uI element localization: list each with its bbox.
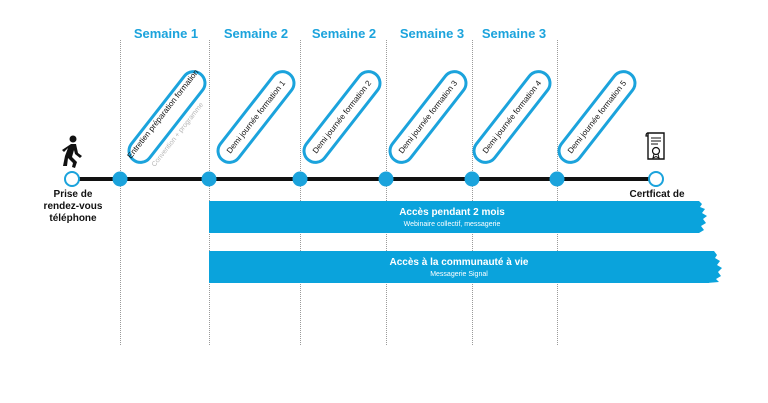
step-label-2: Demi journée formation 1 (224, 78, 288, 156)
access-bar-2-months: Accès pendant 2 mois Webinaire collectif… (209, 201, 695, 233)
week-divider (300, 40, 301, 345)
access-bar-lifetime: Accès à la communauté à vie Messagerie S… (209, 251, 709, 283)
week-header-4: Semaine 3 (399, 26, 465, 41)
week-header-2: Semaine 2 (223, 26, 289, 41)
access-bar-subtitle: Messagerie Signal (430, 271, 488, 278)
timeline-node (112, 171, 128, 187)
person-walking-icon (62, 135, 82, 168)
timeline-node (378, 171, 394, 187)
step-label-5: Demi journée formation 4 (480, 78, 544, 156)
timeline-start-node (64, 171, 80, 187)
start-label: Prise de rendez-vous téléphone (43, 189, 103, 224)
week-divider (209, 40, 210, 345)
week-divider (557, 40, 558, 345)
brush-edge (693, 201, 707, 233)
step-label-4: Demi journée formation 3 (396, 78, 460, 156)
access-bar-title: Accès pendant 2 mois (399, 207, 505, 218)
week-divider (386, 40, 387, 345)
certificate-icon (645, 132, 665, 160)
timeline-node (549, 171, 565, 187)
timeline-node (292, 171, 308, 187)
timeline-node (464, 171, 480, 187)
week-header-5: Semaine 3 (481, 26, 547, 41)
week-header-1: Semaine 1 (133, 26, 199, 41)
timeline-end-node (648, 171, 664, 187)
step-label-3: Demi journée formation 2 (310, 78, 374, 156)
week-header-3: Semaine 2 (311, 26, 377, 41)
access-bar-title: Accès à la communauté à vie (389, 257, 529, 268)
timeline-node (201, 171, 217, 187)
timeline-line (72, 177, 656, 181)
brush-edge (707, 251, 722, 283)
step-label-6: Demi journée formation 5 (565, 78, 629, 156)
week-divider (120, 40, 121, 345)
access-bar-subtitle: Webinaire collectif, messagerie (403, 221, 501, 228)
week-divider (472, 40, 473, 345)
